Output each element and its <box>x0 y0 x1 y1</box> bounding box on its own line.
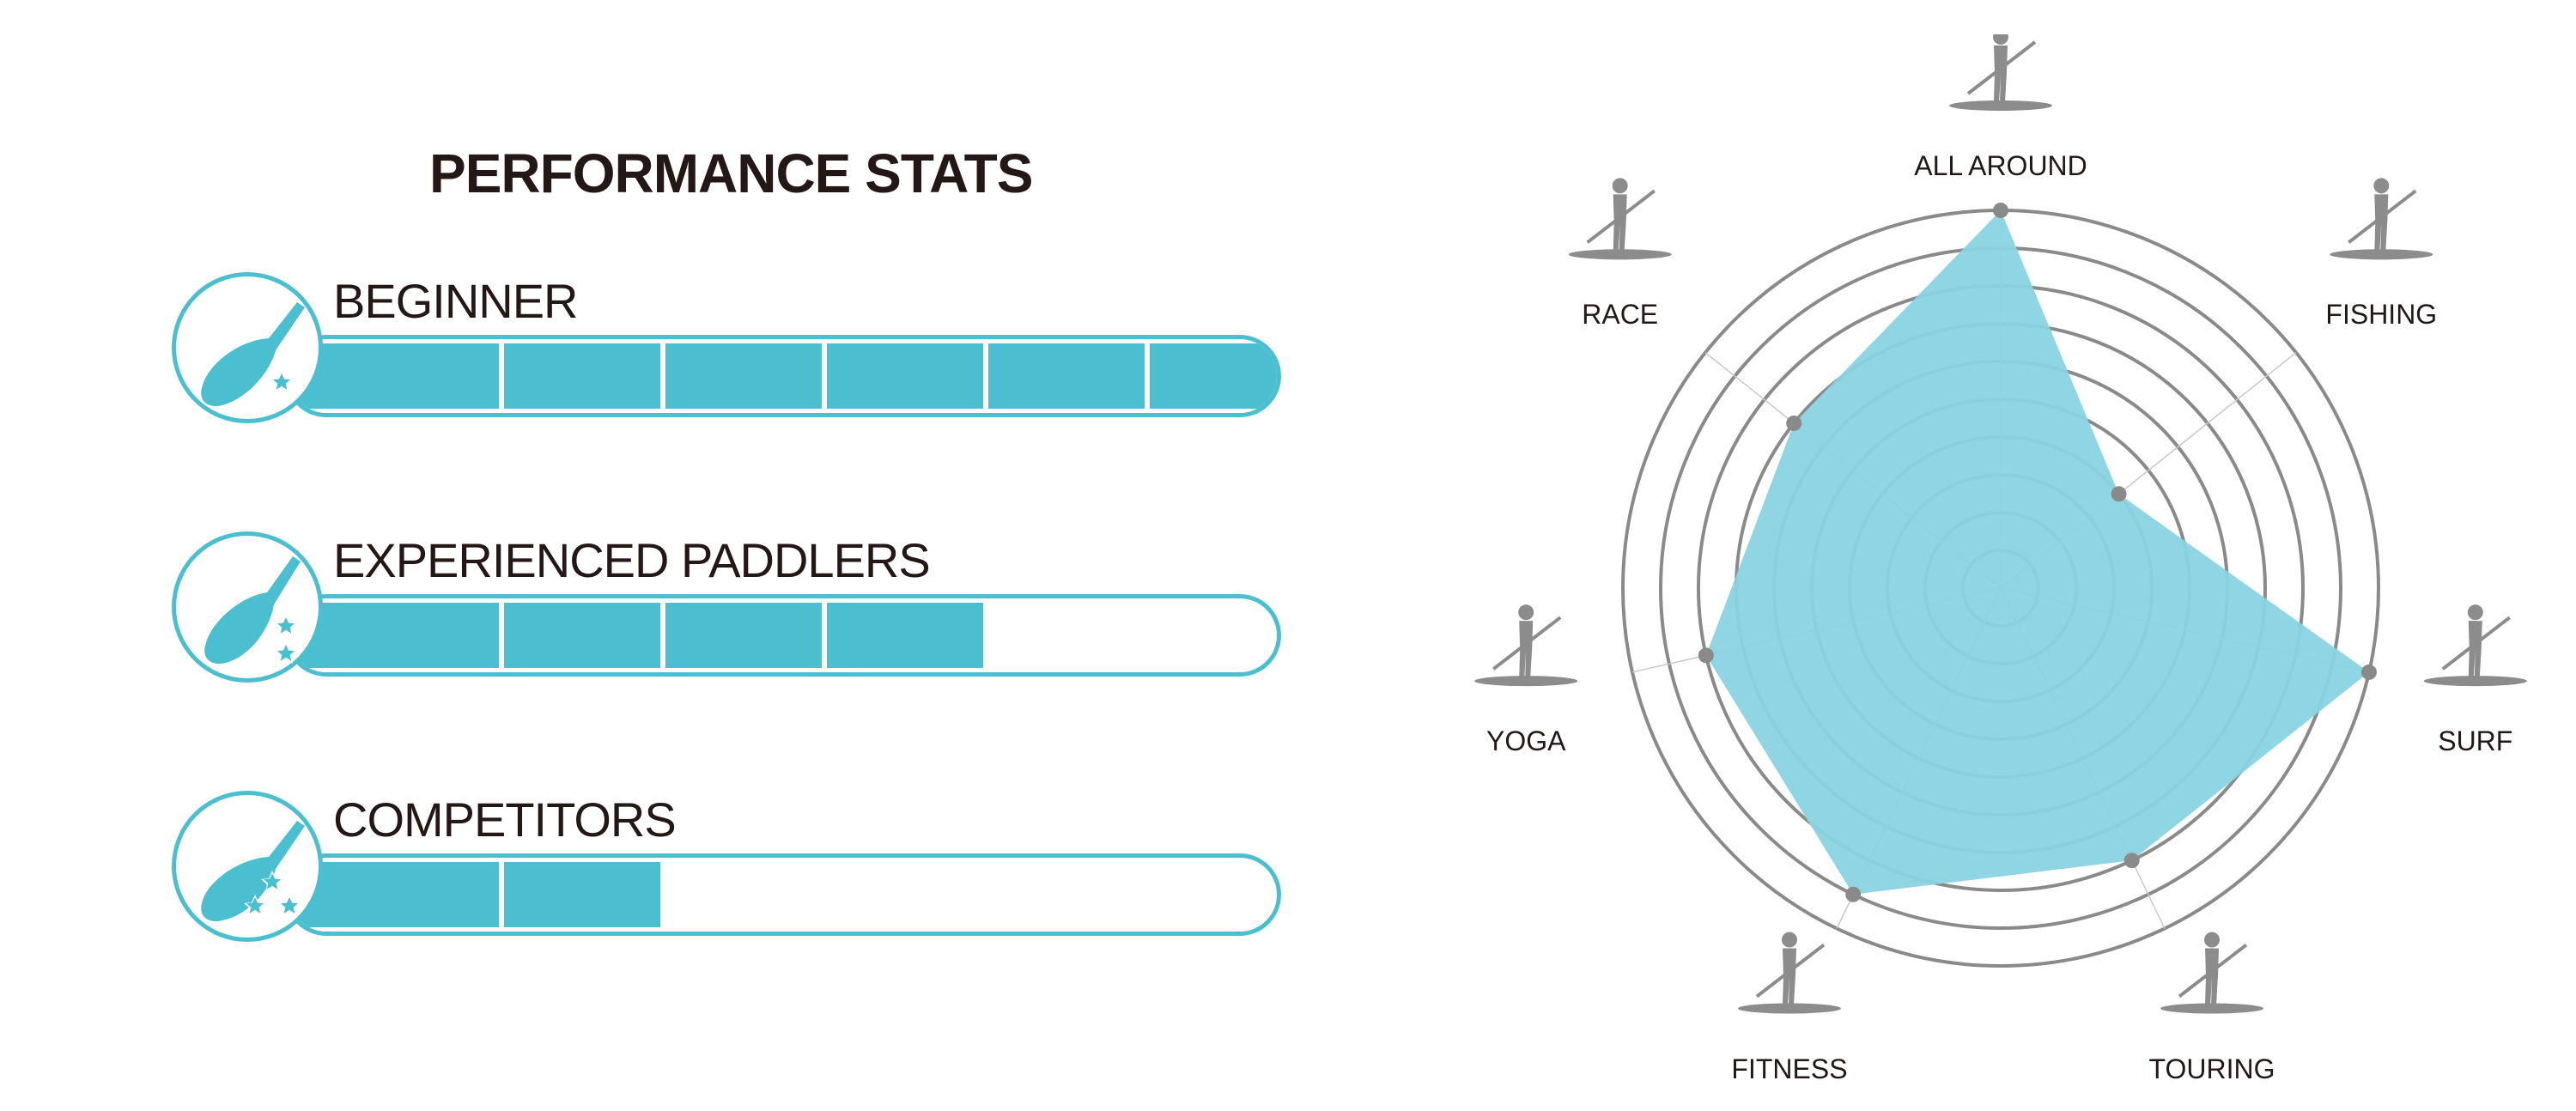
level-bar-segment <box>665 343 822 409</box>
radar-category-label: TOURING <box>2148 1053 2275 1084</box>
radar-point <box>2111 486 2127 502</box>
paddle-one-star-icon <box>172 272 323 423</box>
level-bar-segment <box>504 343 660 409</box>
level-bar-segment <box>1150 343 1277 409</box>
level-bar-segment <box>289 603 499 668</box>
radar-point <box>1786 415 1802 431</box>
radar-point <box>2360 664 2377 680</box>
level-bar-segment <box>504 862 660 927</box>
level-bar-segment <box>988 343 1145 409</box>
sup-all-around-icon <box>1949 34 2052 111</box>
sup-fishing-icon <box>2330 178 2433 260</box>
paddle-badge-graphic <box>204 556 301 665</box>
radar-series-area <box>1705 210 2369 895</box>
level-bar-segment <box>289 343 499 409</box>
paddle-badge-graphic <box>201 821 305 922</box>
radar-category-icons <box>1474 34 2527 1014</box>
level-bar-segment <box>665 603 822 668</box>
radar-chart <box>1474 34 2527 1014</box>
radar-category-label: SURF <box>2438 725 2513 757</box>
level-bar <box>285 853 1281 936</box>
level-bar <box>285 335 1281 417</box>
level-label: COMPETITORS <box>333 792 677 847</box>
sup-touring-icon <box>2160 932 2264 1014</box>
radar-category-label: ALL AROUND <box>1914 150 2087 181</box>
sup-yoga-icon <box>1474 604 1578 687</box>
radar-point <box>2123 853 2140 869</box>
sup-surf-icon <box>2423 604 2527 687</box>
performance-stats-title: PERFORMANCE STATS <box>429 143 1033 204</box>
sup-fitness-icon <box>1737 932 1841 1014</box>
paddle-badge-graphic <box>201 302 305 407</box>
radar-point <box>1698 647 1714 664</box>
level-label: EXPERIENCED PADDLERS <box>333 533 931 587</box>
level-bar-segment <box>827 603 983 668</box>
sup-race-icon <box>1568 178 1672 260</box>
radar-point <box>1845 886 1862 902</box>
level-label: BEGINNER <box>333 274 578 328</box>
paddle-two-stars-icon <box>172 531 323 683</box>
radar-category-label: YOGA <box>1485 725 1566 757</box>
radar-category-label: RACE <box>1582 299 1659 331</box>
level-bar-fill <box>289 858 665 932</box>
radar-point <box>1993 203 2008 218</box>
radar-category-label: FISHING <box>2325 299 2438 331</box>
level-bar-segment <box>827 343 983 409</box>
level-bar-fill <box>289 598 988 672</box>
level-bar <box>285 594 1281 677</box>
level-bar-segment <box>289 862 499 927</box>
level-bar-segment <box>504 603 660 668</box>
level-bar-fill <box>289 339 1277 413</box>
radar-points <box>1698 203 2377 902</box>
radar-category-label: FITNESS <box>1731 1053 1848 1084</box>
paddle-three-stars-icon <box>172 791 323 942</box>
